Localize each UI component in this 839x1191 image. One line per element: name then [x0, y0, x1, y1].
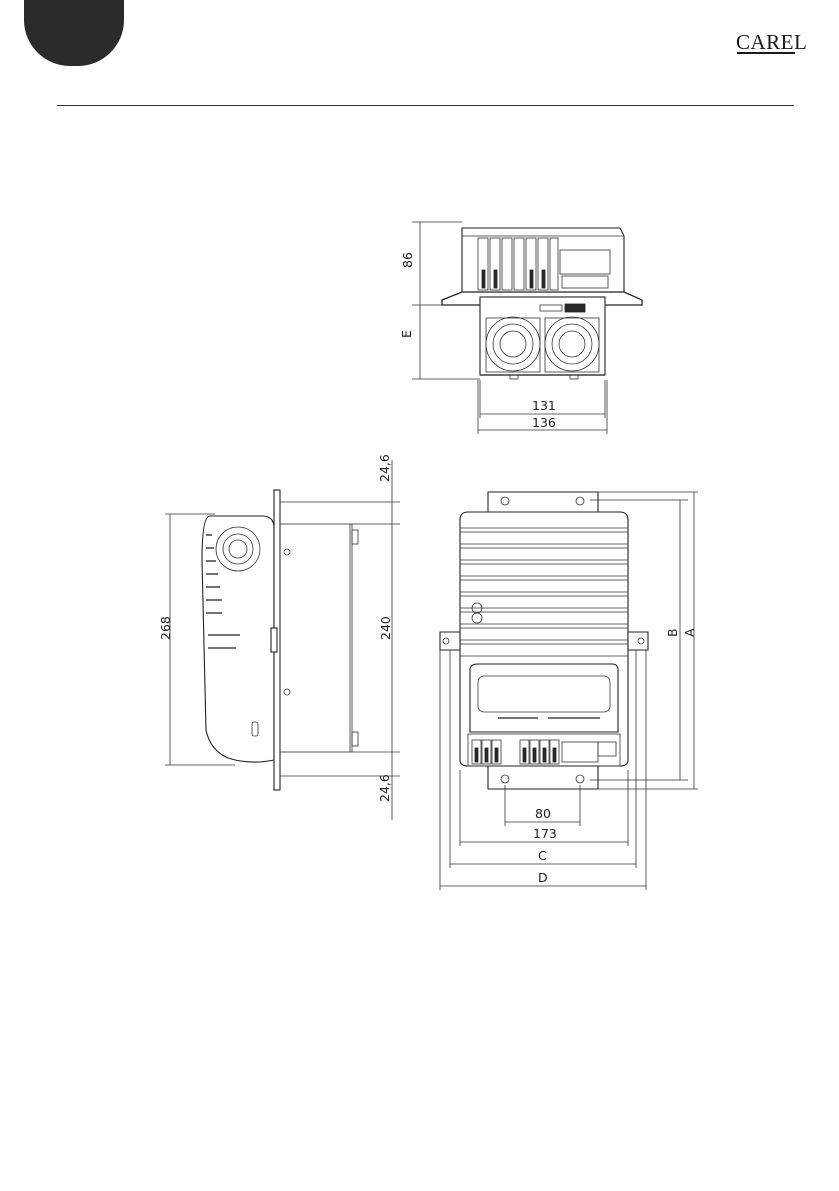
dim-86: 86 [400, 252, 415, 268]
dim-131: 131 [532, 398, 556, 413]
top-view [412, 222, 642, 434]
dim-d: D [538, 870, 548, 885]
dim-268: 268 [158, 616, 173, 640]
dim-b: B [665, 628, 680, 637]
dim-136: 136 [532, 415, 556, 430]
dim-c: C [538, 848, 547, 863]
dim-80: 80 [535, 806, 551, 821]
front-view [440, 492, 698, 890]
dim-240: 240 [378, 616, 393, 640]
dim-24-6-bottom: 24,6 [377, 774, 392, 802]
dim-173: 173 [533, 826, 557, 841]
dim-24-6-top: 24,6 [377, 454, 392, 482]
side-view [165, 460, 400, 820]
dim-a: A [682, 628, 697, 637]
dim-e: E [399, 330, 414, 338]
